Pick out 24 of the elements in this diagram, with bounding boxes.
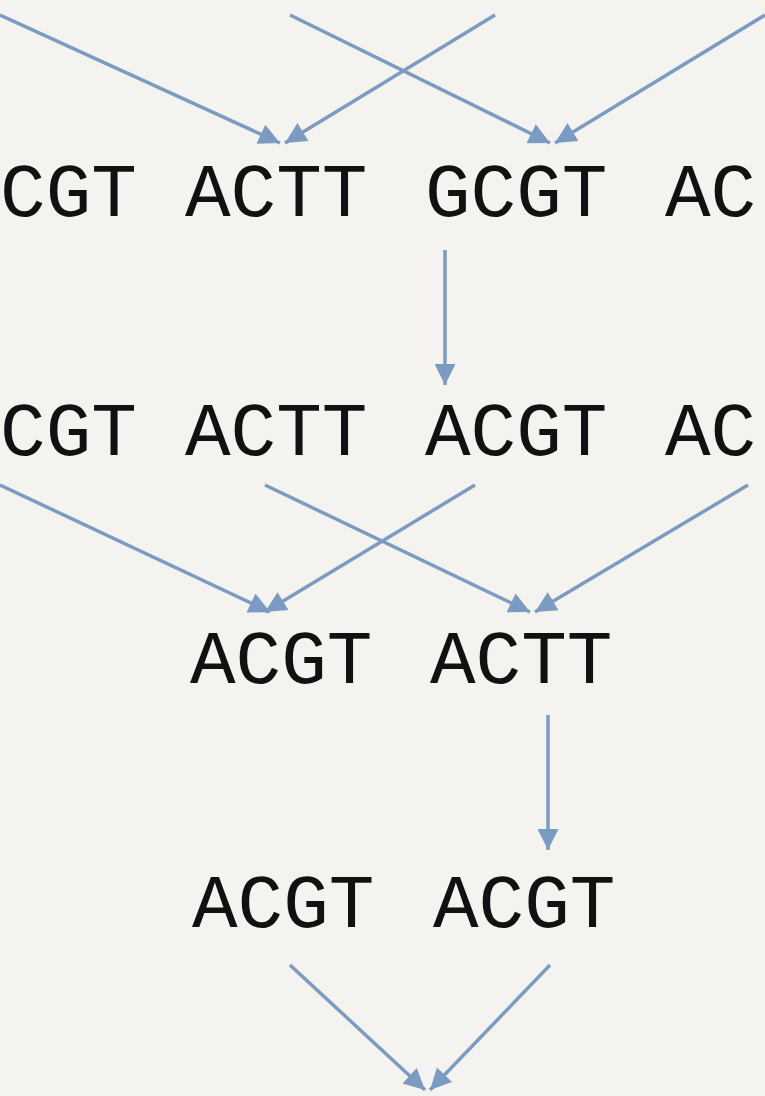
arrow (554, 13, 765, 145)
sequence-text: ACTT (185, 143, 367, 250)
arrow (0, 483, 271, 614)
sequence-text: CGT (0, 143, 137, 250)
sequence-text: AC (665, 385, 756, 485)
arrow (289, 13, 551, 145)
arrow (284, 13, 496, 145)
arrow (264, 483, 476, 614)
sequence-text: ACGT (433, 850, 615, 965)
arrow (534, 483, 749, 614)
sequence-text: ACTT (430, 612, 612, 715)
sequence-text: ACGT (190, 612, 372, 715)
arrow (537, 715, 559, 850)
arrow (434, 250, 456, 385)
sequence-text: AC (665, 143, 756, 250)
sequence-text: GCGT (425, 143, 607, 250)
arrow (428, 963, 552, 1092)
arrow (264, 483, 531, 614)
sequence-text: ACGT (192, 850, 374, 965)
arrow (288, 963, 427, 1092)
sequence-text: ACGT (425, 385, 607, 485)
sequence-text: CGT (0, 385, 137, 485)
arrow (0, 13, 281, 145)
sequence-text: ACTT (185, 385, 367, 485)
